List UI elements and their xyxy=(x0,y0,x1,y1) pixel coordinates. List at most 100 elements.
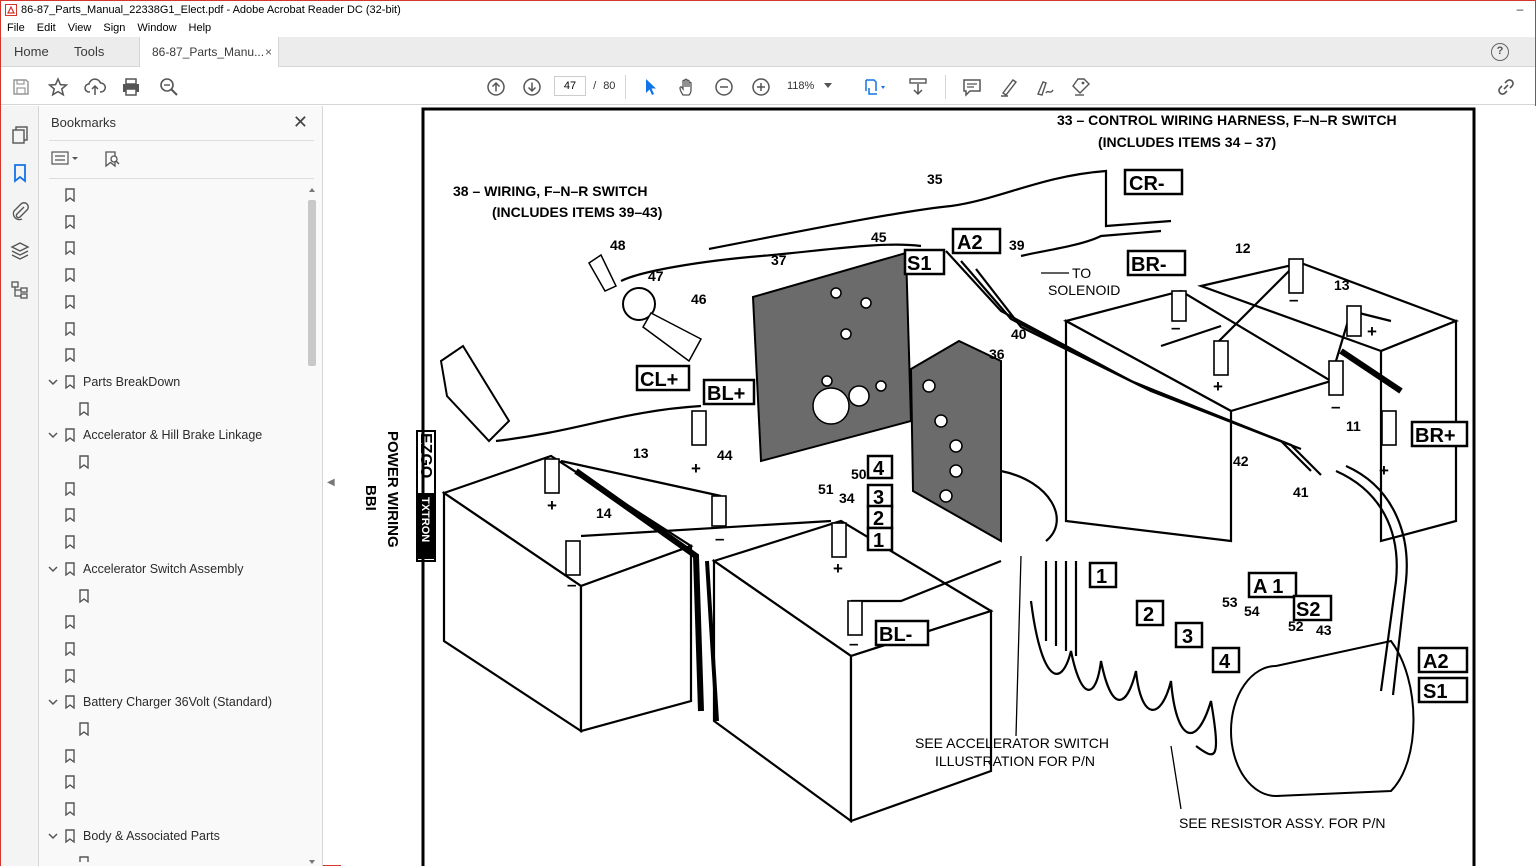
close-icon[interactable]: ✕ xyxy=(292,112,308,132)
highlight-pen-icon[interactable] xyxy=(998,76,1020,98)
bookmark-label: Battery Charger 36Volt (Standard) xyxy=(83,695,272,710)
layers-icon[interactable] xyxy=(9,240,31,262)
tag-resistor-2: 2 xyxy=(1143,604,1154,626)
bookmark-item-untitled[interactable] xyxy=(65,291,83,313)
bookmark-item-untitled[interactable] xyxy=(65,771,83,793)
tab-document[interactable]: 86-87_Parts_Manu... × xyxy=(139,37,279,68)
bookmark-item-untitled[interactable] xyxy=(65,237,83,259)
page-number-input[interactable] xyxy=(554,76,586,96)
print-icon[interactable] xyxy=(120,76,142,98)
document-view[interactable]: 33 – CONTROL WIRING HARNESS, F–N–R SWITC… xyxy=(341,106,1536,866)
tag-s1-right: S1 xyxy=(1423,681,1447,703)
bookmark-item-untitled[interactable] xyxy=(65,798,83,820)
bookmark-item-untitled[interactable] xyxy=(79,585,97,607)
tab-close-icon[interactable]: × xyxy=(264,45,272,59)
tag-bl-plus: BL+ xyxy=(707,383,745,405)
chevron-down-icon[interactable] xyxy=(47,563,59,575)
scroll-mode-icon[interactable] xyxy=(907,76,929,98)
bookmark-item[interactable]: Accelerator Switch Assembly xyxy=(47,558,243,580)
structure-tree-icon[interactable] xyxy=(9,279,31,301)
bookmark-item-untitled[interactable] xyxy=(65,478,83,500)
plus-sign: + xyxy=(1213,377,1223,396)
tab-home[interactable]: Home xyxy=(14,44,49,59)
to-solenoid-label-2: SOLENOID xyxy=(1048,282,1120,298)
attachments-icon[interactable] xyxy=(9,200,31,222)
zoom-search-icon[interactable] xyxy=(158,76,180,98)
tab-tools[interactable]: Tools xyxy=(74,44,105,59)
bookmark-label: Accelerator Switch Assembly xyxy=(83,561,244,576)
callout-13b: 13 xyxy=(633,445,649,461)
comment-icon[interactable] xyxy=(961,76,983,98)
zoom-in-icon[interactable] xyxy=(750,76,772,98)
bookmark-item[interactable]: Body & Associated Parts xyxy=(47,825,220,847)
menu-file[interactable]: File xyxy=(7,22,25,34)
bookmark-item-untitled[interactable] xyxy=(65,344,83,366)
hand-tool-icon[interactable] xyxy=(676,76,698,98)
tag-a2-top: A2 xyxy=(957,232,983,254)
bookmark-item-untitled[interactable] xyxy=(65,211,83,233)
callout-53: 53 xyxy=(1222,594,1238,610)
callout-41: 41 xyxy=(1293,484,1309,500)
callout-45: 45 xyxy=(871,229,887,245)
bookmarks-icon[interactable] xyxy=(9,162,31,184)
share-link-icon[interactable] xyxy=(1495,76,1517,98)
callout-43: 43 xyxy=(1316,622,1332,638)
select-cursor-icon[interactable] xyxy=(639,76,661,98)
find-bookmark-icon[interactable] xyxy=(103,150,121,173)
previous-page-icon[interactable] xyxy=(485,76,507,98)
zoom-out-icon[interactable] xyxy=(713,76,735,98)
menu-edit[interactable]: Edit xyxy=(36,22,56,34)
menu-window[interactable]: Window xyxy=(137,22,177,34)
bookmark-item-untitled[interactable] xyxy=(79,451,97,473)
next-page-icon[interactable] xyxy=(521,76,543,98)
chevron-down-icon[interactable] xyxy=(47,696,59,708)
bookmark-item-untitled[interactable] xyxy=(65,264,83,286)
bookmark-item-untitled[interactable] xyxy=(65,318,83,340)
bookmark-item-untitled[interactable] xyxy=(65,611,83,633)
callout-54: 54 xyxy=(1244,603,1260,619)
bookmark-item-untitled[interactable] xyxy=(79,852,97,862)
collapse-panel-icon[interactable]: ◀ xyxy=(327,477,335,488)
cloud-upload-icon[interactable] xyxy=(84,76,106,98)
menu-sign[interactable]: Sign xyxy=(103,22,126,34)
bookmark-item-untitled[interactable] xyxy=(65,531,83,553)
bookmark-item-untitled[interactable] xyxy=(65,638,83,660)
callout-51: 51 xyxy=(818,481,834,497)
sign-pen-icon[interactable] xyxy=(1034,76,1056,98)
bookmark-options-icon[interactable] xyxy=(51,150,81,173)
page-fit-icon[interactable] xyxy=(863,76,885,98)
bookmark-item-untitled[interactable] xyxy=(65,665,83,687)
bookmark-item[interactable]: Parts BreakDown xyxy=(47,371,180,393)
menu-view[interactable]: View xyxy=(67,22,92,34)
scroll-up-icon[interactable] xyxy=(307,186,317,194)
chevron-down-icon[interactable] xyxy=(47,376,59,388)
bookmark-item[interactable]: Battery Charger 36Volt (Standard) xyxy=(47,691,272,713)
tab-document-label: 86-87_Parts_Manu... xyxy=(152,45,265,59)
menu-help[interactable]: Help xyxy=(188,22,212,34)
bookmark-item-untitled[interactable] xyxy=(65,745,83,767)
page-total: 80 xyxy=(603,80,616,92)
chevron-down-icon[interactable] xyxy=(47,830,59,842)
help-icon[interactable]: ? xyxy=(1491,43,1509,61)
bookmark-item-untitled[interactable] xyxy=(65,504,83,526)
star-icon[interactable] xyxy=(47,76,69,98)
stamp-icon[interactable] xyxy=(1070,76,1092,98)
plus-sign: + xyxy=(833,559,843,578)
bookmark-item-untitled[interactable] xyxy=(65,184,83,206)
callout-12: 12 xyxy=(1235,240,1251,256)
minus-sign: – xyxy=(1171,318,1180,337)
bookmark-item-untitled[interactable] xyxy=(79,398,97,420)
scroll-down-icon[interactable] xyxy=(307,858,317,866)
page-thumbnails-icon[interactable] xyxy=(9,124,31,146)
scrollbar-thumb[interactable] xyxy=(308,200,316,366)
accelerator-note-2: ILLUSTRATION FOR P/N xyxy=(935,753,1095,769)
chevron-down-icon[interactable] xyxy=(47,429,59,441)
zoom-dropdown[interactable]: 118% xyxy=(787,76,833,96)
bookmark-item[interactable]: Accelerator & Hill Brake Linkage xyxy=(47,424,262,446)
harness-caption: 33 – CONTROL WIRING HARNESS, F–N–R SWITC… xyxy=(1057,112,1397,128)
minimize-icon[interactable]: – xyxy=(1516,2,1524,16)
plus-sign: + xyxy=(547,496,557,515)
bookmarks-scrollbar[interactable] xyxy=(307,186,317,866)
bookmark-item-untitled[interactable] xyxy=(79,718,97,740)
save-icon[interactable] xyxy=(10,76,32,98)
